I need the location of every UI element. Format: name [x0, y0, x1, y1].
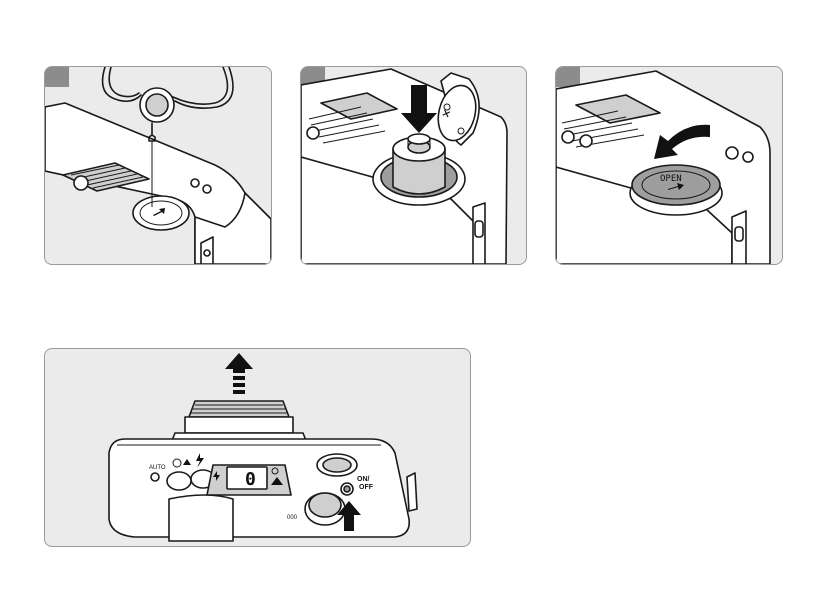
battery-icon: [393, 134, 445, 194]
figure-step-2: ×: [300, 66, 527, 265]
svg-text:OPEN: OPEN: [660, 174, 682, 184]
figure-step-3: OPEN: [555, 66, 783, 265]
figure-step-1: [44, 66, 272, 265]
lens-front: [169, 495, 233, 541]
step-2-illustration: ×: [301, 67, 526, 264]
frame-counter: 0: [245, 469, 256, 490]
battery-cover: OPEN: [630, 165, 722, 215]
svg-text:000: 000: [287, 515, 298, 521]
corner-tab: [556, 67, 580, 87]
step-3-illustration: OPEN: [556, 67, 782, 264]
step-4-illustration: AUTO 0 000: [45, 349, 470, 546]
corner-tab: [45, 67, 69, 87]
extend-up-arrow-icon: [225, 353, 253, 394]
lcd-display: 0: [207, 465, 291, 495]
svg-text:AUTO: AUTO: [149, 465, 166, 471]
lens-barrel: [171, 401, 307, 443]
power-label-on: ON/: [357, 476, 370, 483]
step-1-illustration: [45, 67, 271, 264]
power-label-off: OFF: [359, 484, 374, 491]
figure-step-4: AUTO 0 000: [44, 348, 471, 547]
